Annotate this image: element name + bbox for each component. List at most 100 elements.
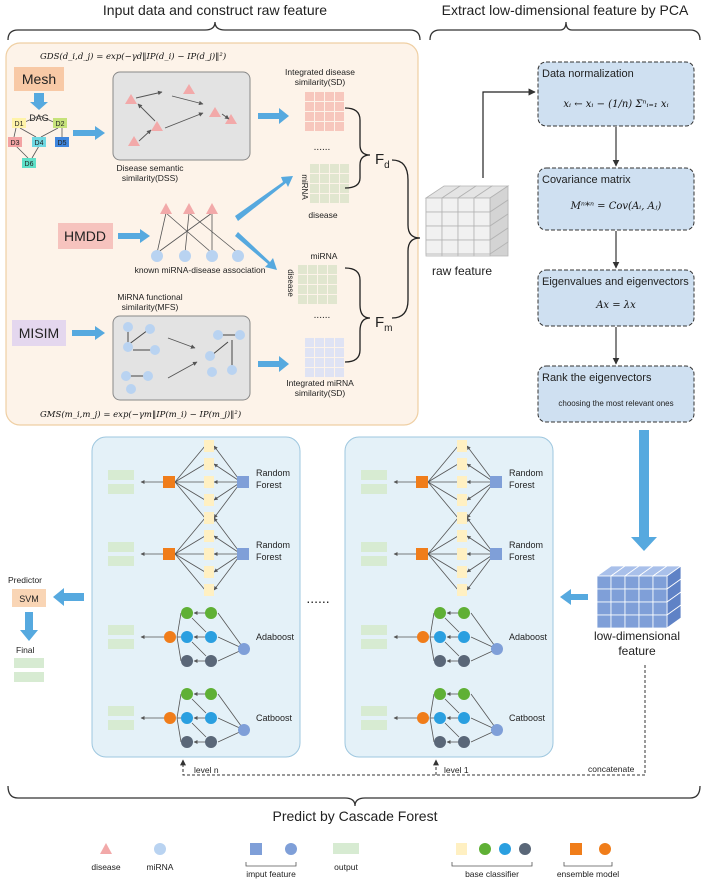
boost-ensemble (417, 631, 429, 643)
rf-tree (204, 512, 214, 524)
boost-edge-out (176, 612, 182, 638)
im-matrix-cell (315, 368, 324, 377)
boost-edge-cross (191, 722, 207, 738)
level-output-1 (361, 706, 387, 716)
legend-base-green-icon (479, 843, 491, 855)
boost-base-classifier (181, 736, 193, 748)
level-output-2 (108, 720, 134, 730)
md-matrix-cell (330, 184, 339, 193)
mfs-label-2: similarity(MFS) (122, 302, 179, 312)
mesh-label: Mesh (22, 71, 56, 87)
brace-fd (344, 107, 371, 189)
rf-input-feature (237, 476, 249, 488)
md-matrix-cell (310, 174, 319, 183)
dm-matrix-cell (318, 295, 327, 304)
level-output-2 (108, 639, 134, 649)
low-cube-front-cell (624, 601, 640, 616)
legend-input-feature: imput feature (246, 869, 296, 879)
boost-edge-out (429, 612, 435, 638)
low-cube-front-cell (624, 614, 640, 629)
boost-edge-out (429, 717, 435, 743)
rf-edge-in (466, 481, 495, 519)
rf-edge-out (174, 553, 206, 591)
dm-matrix-cell (308, 275, 317, 284)
raw-cube-front-cell (457, 211, 475, 227)
disease-label: disease (308, 210, 338, 220)
dag-node-d3 (8, 137, 22, 147)
level-output-2 (361, 720, 387, 730)
rf-edge-out (174, 481, 206, 519)
final-output-1 (14, 658, 44, 668)
legend-input-bracket (245, 862, 297, 867)
low-cube-front-cell (624, 575, 640, 590)
im-matrix-cell (325, 358, 334, 367)
boost-base-classifier (181, 607, 193, 619)
md-matrix-cell (320, 184, 329, 193)
mesh-box (14, 67, 64, 91)
fm-label: Fm (375, 314, 393, 334)
level-output-2 (361, 556, 387, 566)
final-label: Final (16, 645, 35, 655)
legend-ensemble-bracket (563, 862, 613, 867)
boost-edge-out (429, 636, 435, 662)
boost-base-classifier (458, 655, 470, 667)
im-matrix-cell (305, 338, 314, 347)
pca-step-1-title: Data normalization (542, 68, 634, 80)
legend-base-classifier: base classifier (465, 869, 519, 879)
rf-edge-out (427, 517, 459, 555)
rf-tree (204, 548, 214, 560)
rf-tree (204, 440, 214, 452)
rf-tree (457, 512, 467, 524)
low-cube-front-cell (610, 575, 626, 590)
im-matrix (305, 338, 344, 377)
raw-cube-front-cell (473, 239, 491, 255)
sd-matrix-cell (325, 102, 334, 111)
brace-input (7, 21, 421, 41)
sd-matrix-cell (315, 92, 324, 101)
low-cube-front-cell (596, 575, 612, 590)
dm-matrix-cell (328, 295, 337, 304)
predictor-label: Predictor (8, 575, 42, 585)
boost-ensemble (417, 712, 429, 724)
arrow-assoc-md (235, 176, 293, 221)
rf-edge-in (213, 481, 242, 501)
md-matrix-cell (340, 174, 349, 183)
md-matrix-cell (320, 194, 329, 203)
md-matrix-cell (320, 164, 329, 173)
im-matrix-cell (335, 368, 344, 377)
rf-edge-out (174, 445, 206, 483)
pca-step-1: Data normalization xᵢ ← xᵢ − (1/n) Σⁿᵢ₌₁… (537, 61, 695, 127)
level-output-2 (361, 639, 387, 649)
dag-node-d6 (22, 158, 36, 168)
rf-tree (457, 476, 467, 488)
cascade-dots: ...... (306, 590, 329, 606)
md-matrix (310, 164, 349, 203)
dm-matrix-cell (308, 265, 317, 274)
sd-matrix-cell (325, 92, 334, 101)
svm-label: SVM (19, 594, 39, 604)
boost-base-classifier (205, 712, 217, 724)
rf-edge-in (466, 445, 495, 483)
md-matrix-cell (310, 184, 319, 193)
low-cube-front-cell (638, 575, 654, 590)
boost-edge-cross (444, 698, 460, 714)
im-matrix-cell (315, 338, 324, 347)
hmdd-label: HMDD (64, 228, 106, 244)
md-matrix-cell (330, 194, 339, 203)
rf-edge-out (174, 481, 206, 501)
final-output-2 (14, 672, 44, 682)
legend-mirna: miRNA (147, 862, 174, 872)
dag-node-d5-label: D5 (58, 140, 67, 147)
rf-edge-in (466, 463, 495, 483)
im-matrix-cell (305, 368, 314, 377)
md-matrix-cell (340, 184, 349, 193)
im-matrix-cell (325, 348, 334, 357)
misim-box (12, 320, 66, 346)
assoc-edges (156, 212, 239, 254)
rf-edge-out (174, 553, 206, 573)
brace-raw (391, 159, 421, 319)
md-matrix-cell (340, 194, 349, 203)
dss-box (112, 71, 251, 161)
concatenate-label: concatenate (588, 764, 635, 774)
